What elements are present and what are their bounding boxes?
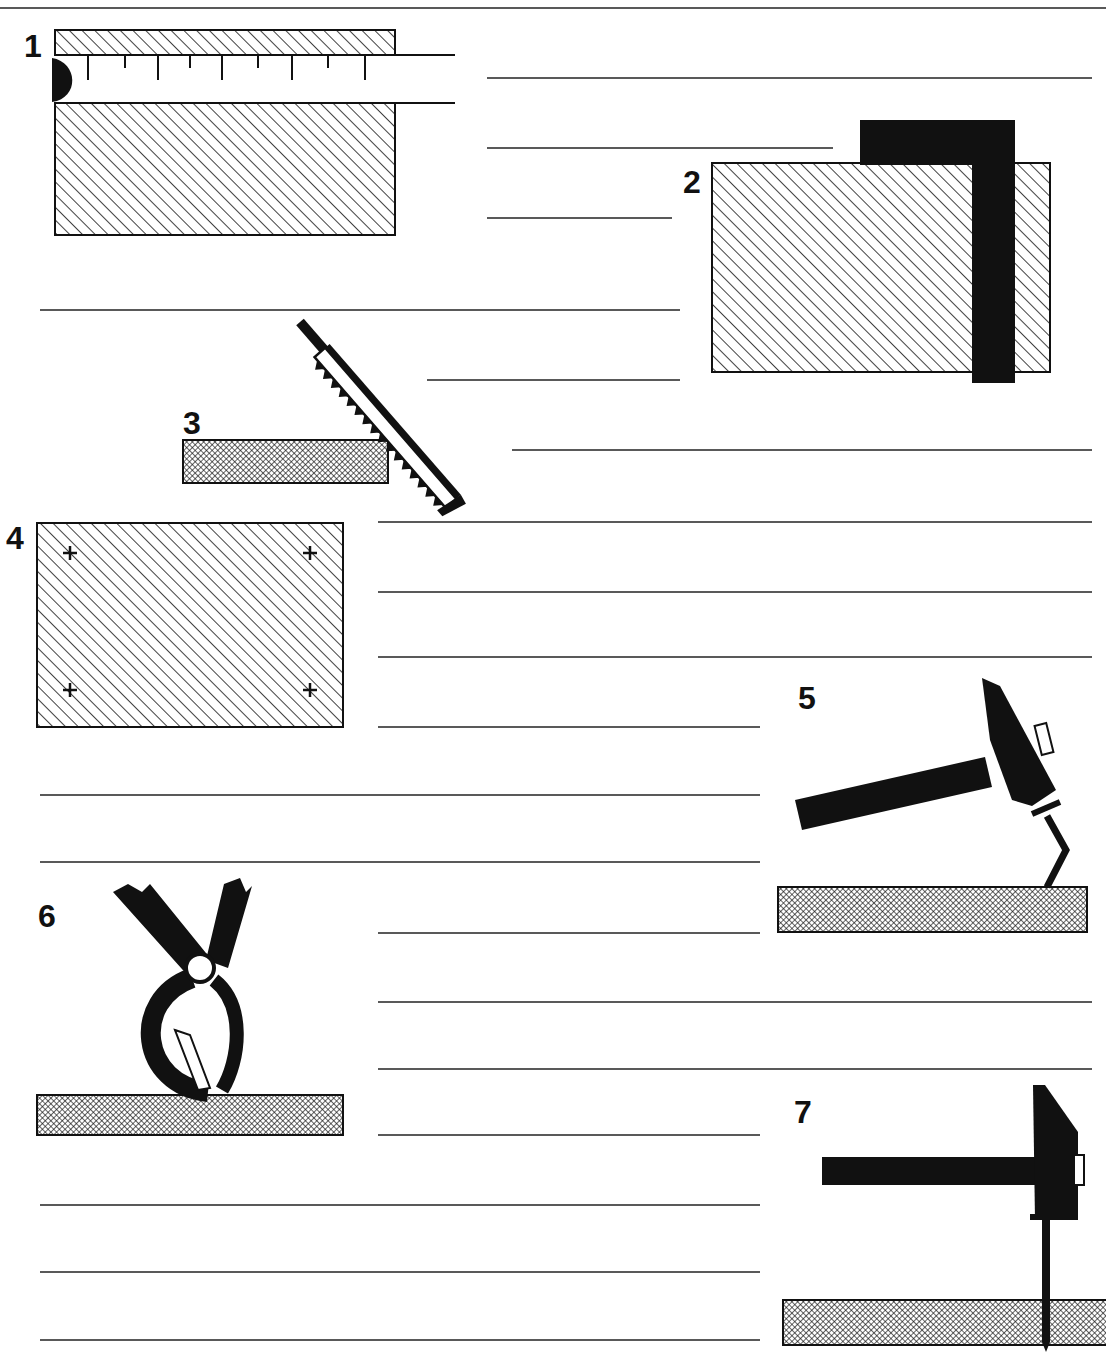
callout-number: 2 <box>683 166 701 198</box>
saw-cutting-plank <box>183 317 467 521</box>
writing-lines <box>0 8 1106 1340</box>
callout-number: 6 <box>38 900 56 932</box>
callout-number: 7 <box>794 1096 812 1128</box>
callout-number: 5 <box>798 682 816 714</box>
callout-number: 3 <box>183 407 201 439</box>
hammer-bent-nail <box>778 678 1087 932</box>
hammer-straight-nail <box>783 1085 1106 1352</box>
pincers-pulling-nail <box>37 878 343 1135</box>
marked-board <box>37 523 343 727</box>
callout-number: 4 <box>6 522 24 554</box>
try-square-on-board <box>712 120 1050 383</box>
measuring-board <box>52 30 455 235</box>
callout-number: 1 <box>24 30 42 62</box>
